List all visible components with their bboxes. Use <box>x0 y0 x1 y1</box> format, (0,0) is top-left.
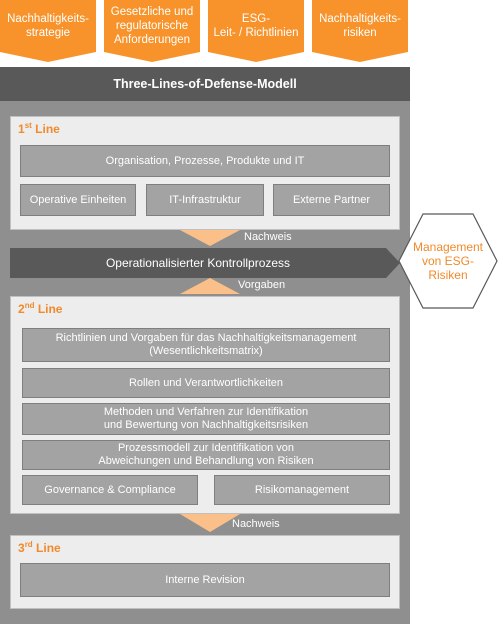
top-boxes-bg <box>0 0 408 62</box>
line1-box-operative: Operative Einheiten <box>20 184 136 216</box>
line2-title: 2nd Line <box>18 301 62 316</box>
line2-box-roles: Rollen und Verantwortlichkeiten <box>22 368 390 398</box>
connector3-label: Nachweis <box>232 518 280 530</box>
pentagon-shape <box>0 0 96 62</box>
connector2-arrow <box>180 278 240 294</box>
line3-title-word: Line <box>36 541 61 555</box>
line1-title-sup: st <box>24 121 32 130</box>
control-process-label: Operationalisierter Kontrollprozess <box>105 256 291 270</box>
line2-title-word: Line <box>37 302 63 316</box>
connector2-label: Vorgaben <box>238 279 286 291</box>
line1-box-external: Externe Partner <box>273 184 390 216</box>
line3-title-sup: rd <box>24 540 33 549</box>
line3-box-internal-audit: Interne Revision <box>20 563 390 597</box>
hexagon-label: Management von ESG- Risiken <box>412 240 484 282</box>
line2-box-methods: Methoden und Verfahren zur Identifikatio… <box>22 403 390 435</box>
line2-title-sup: nd <box>24 301 35 310</box>
line2-box-risk-management: Risikomanagement <box>214 475 390 505</box>
top-box-sustainability-risks: Nachhaltigkeits- risiken <box>319 13 401 39</box>
line1-title-num: 1 <box>18 122 25 136</box>
model-title: Three-Lines-of-Defense-Modell <box>0 67 410 101</box>
pentagon-shape <box>208 0 304 62</box>
line1-title-word: Line <box>35 122 60 136</box>
line2-box-governance: Governance & Compliance <box>22 475 198 505</box>
top-box-regulatory: Gesetzliche und regulatorische Anforderu… <box>110 6 194 46</box>
pentagon-shape <box>104 0 200 62</box>
line2-box-process-model: Prozessmodell zur Identifikation von Abw… <box>22 440 390 470</box>
connector3-arrow <box>180 514 240 532</box>
pentagon-shape <box>312 0 408 62</box>
top-box-esg-guidelines: ESG- Leit- / Richtlinien <box>213 13 299 39</box>
hexagon-shape <box>398 213 498 309</box>
line1-full-box: Organisation, Prozesse, Produkte und IT <box>20 145 390 177</box>
connector1-arrow <box>180 230 240 246</box>
line2-title-num: 2 <box>18 302 25 316</box>
top-box-strategy: Nachhaltigkeits- strategie <box>7 13 89 39</box>
line3-title-num: 3 <box>18 541 25 555</box>
control-process-arrow <box>10 248 400 278</box>
line2-box-guidelines: Richtlinien und Vorgaben für das Nachhal… <box>22 328 390 362</box>
line3-title: 3rd Line <box>18 540 61 555</box>
line1-title: 1st Line <box>18 121 60 136</box>
line1-box-it: IT-Infrastruktur <box>146 184 264 216</box>
connector1-label: Nachweis <box>244 231 292 243</box>
